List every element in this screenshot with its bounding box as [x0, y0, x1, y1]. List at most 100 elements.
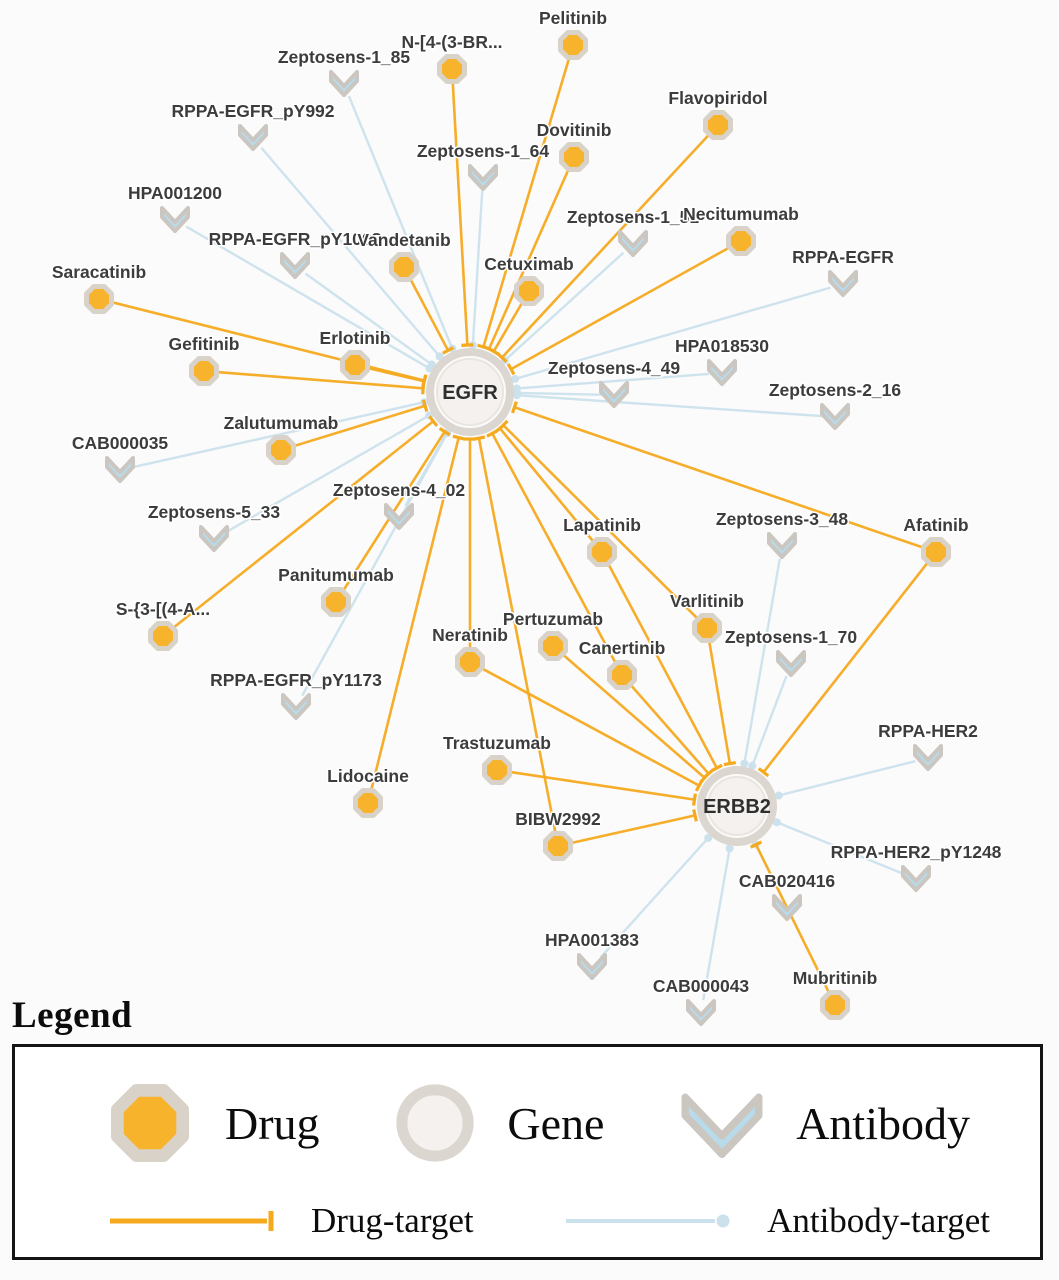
antibody-legend-label: Antibody [796, 1097, 970, 1149]
antibody-node[interactable] [820, 403, 850, 430]
drug-node[interactable] [437, 54, 467, 84]
antibody-node[interactable] [280, 252, 310, 279]
tee-marker [472, 435, 486, 441]
dot-marker [772, 818, 781, 827]
drug-target-edge [502, 424, 699, 620]
antibody-node[interactable] [577, 953, 607, 980]
drug-node[interactable] [692, 613, 722, 643]
antibody-node[interactable] [160, 206, 190, 233]
antibody-node[interactable] [707, 359, 737, 386]
antibody-node[interactable] [913, 744, 943, 771]
tee-marker [723, 761, 737, 767]
drug-node[interactable] [353, 788, 383, 818]
antibody-node[interactable] [901, 865, 931, 892]
antibody-node-label: Zeptosens-3_48 [716, 509, 849, 529]
tee-marker [749, 840, 763, 849]
drug-node[interactable] [189, 356, 219, 386]
drug-node[interactable] [558, 30, 588, 60]
dot-marker [725, 844, 734, 853]
drug-node[interactable] [703, 110, 733, 140]
tee-marker [699, 772, 710, 784]
antibody-node[interactable] [105, 456, 135, 483]
drug-node[interactable] [84, 284, 114, 314]
antibody-node[interactable] [329, 70, 359, 97]
antibody-node[interactable] [767, 532, 797, 559]
tee-marker [438, 427, 451, 437]
drug-node-label: Cetuximab [484, 254, 573, 274]
legend-edge-row: Drug-target Antibody-target [61, 1195, 994, 1247]
drug-node[interactable] [148, 621, 178, 651]
antibody-node[interactable] [199, 525, 229, 552]
antibody-target-edge [516, 391, 602, 396]
gene-node-label: EGFR [442, 382, 498, 404]
antibody-node-label: RPPA-EGFR_pY1068 [209, 229, 382, 249]
drug-node[interactable] [266, 435, 296, 465]
drug-node[interactable] [820, 990, 850, 1020]
drug-target-edge [172, 420, 435, 629]
drug-node[interactable] [607, 660, 637, 690]
drug-target-edge [561, 653, 706, 779]
gene-node-label: ERBB2 [703, 796, 771, 818]
drug-target-edge [487, 168, 570, 350]
antibody-node-label: CAB020416 [739, 871, 836, 891]
nodes-layer: EGFR ERBB2 [84, 30, 951, 1026]
drug-node[interactable] [559, 142, 589, 172]
drug-node[interactable] [543, 831, 573, 861]
drug-node[interactable] [321, 587, 351, 617]
antibody-node[interactable] [599, 381, 629, 408]
dot-marker [435, 352, 444, 361]
drug-target-edge [369, 437, 460, 791]
antibody-node[interactable] [772, 894, 802, 921]
gene-node[interactable]: ERBB2 [697, 766, 777, 846]
antibody-node-label: Zeptosens-1_85 [278, 47, 411, 67]
antibody-node[interactable] [828, 270, 858, 297]
antibody-node[interactable] [618, 230, 648, 257]
drug-node[interactable] [389, 252, 419, 282]
antibody-node[interactable] [776, 650, 806, 677]
drug-node-label: Lapatinib [563, 515, 641, 535]
legend-title: Legend [12, 995, 133, 1036]
drug-node[interactable] [726, 226, 756, 256]
antibody-node-label: CAB000035 [72, 433, 169, 453]
tee-marker [421, 375, 428, 388]
drug-target-edge [293, 404, 426, 448]
drug-target-edge [629, 683, 710, 775]
antibody-target-edge [301, 432, 449, 697]
antibody-target-edge [516, 372, 710, 390]
drug-node[interactable] [921, 537, 951, 567]
drug-target-edge [367, 366, 425, 383]
drug-target-legend-line [110, 1211, 274, 1231]
drug-node[interactable] [455, 647, 485, 677]
drug-node[interactable] [340, 350, 370, 380]
antibody-target-edge [743, 558, 781, 764]
antibody-node[interactable] [686, 999, 716, 1026]
drug-node[interactable] [538, 631, 568, 661]
antibody-target-dot [716, 1214, 730, 1228]
tee-marker [461, 343, 474, 348]
antibody-node[interactable] [281, 693, 311, 720]
tee-marker [428, 415, 439, 427]
antibody-node-label: RPPA-EGFR [792, 247, 894, 267]
antibody-node-label: Zeptosens-5_33 [148, 502, 281, 522]
drug-node[interactable] [587, 537, 617, 567]
drug-node-label: Canertinib [579, 638, 666, 658]
drug-target-edge [606, 562, 718, 769]
drug-target-edge [216, 370, 424, 390]
antibody-node-label: HPA018530 [675, 336, 769, 356]
legend-item-gene: Gene [389, 1077, 604, 1169]
antibody-node-label: Zeptosens-2_16 [769, 380, 902, 400]
drug-node[interactable] [482, 755, 512, 785]
tee-marker [692, 809, 698, 822]
antibody-node[interactable] [384, 503, 414, 530]
dot-marker [704, 833, 713, 842]
gene-node[interactable]: EGFR [426, 348, 514, 436]
drug-node-label: Saracatinib [52, 262, 146, 282]
antibody-target-edge [599, 837, 710, 959]
drug-target-edge [491, 432, 617, 665]
antibody-target-edge [185, 225, 431, 370]
drug-node[interactable] [514, 276, 544, 306]
drug-node-label: BIBW2992 [515, 809, 601, 829]
drug-icon-shape [110, 1083, 190, 1163]
antibody-node[interactable] [468, 164, 498, 191]
antibody-node[interactable] [238, 124, 268, 151]
